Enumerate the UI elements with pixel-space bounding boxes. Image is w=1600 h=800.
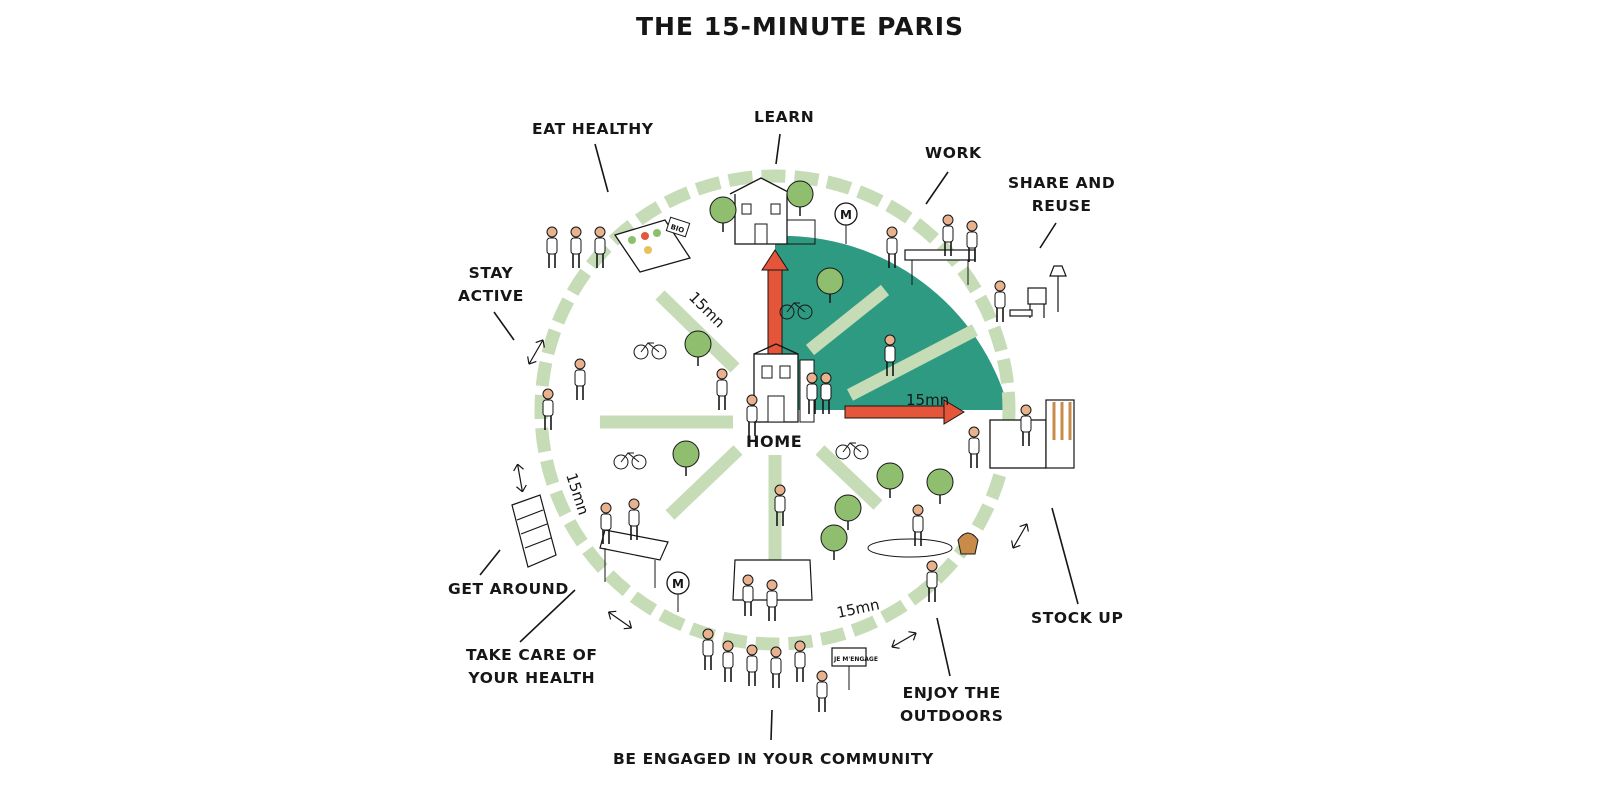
label-stock-up: STOCK UP: [1031, 607, 1123, 630]
distance-marker-south: 15mn: [835, 595, 881, 622]
label-eat-healthy: EAT HEALTHY: [532, 118, 654, 141]
label-home: HOME: [746, 430, 802, 453]
reuse-furniture: [1010, 266, 1066, 318]
label-learn: LEARN: [754, 106, 814, 129]
metro-stairs: [512, 495, 556, 567]
metro-sign-north: M: [835, 203, 857, 244]
notice-board-text: JE M'ENGAGE: [833, 656, 878, 663]
label-be-engaged-in-your-community: BE ENGAGED IN YOUR COMMUNITY: [613, 748, 934, 771]
label-work: WORK: [925, 142, 982, 165]
distance-marker-east: 15mn: [906, 391, 949, 409]
label-share-and-reuse: SHARE AND REUSE: [1008, 172, 1115, 218]
metro-sign-south: M: [667, 572, 689, 612]
label-get-around: GET AROUND: [448, 578, 569, 601]
metro-sign-label: M: [672, 577, 684, 591]
metro-sign-label: M: [840, 208, 852, 222]
picnic: [868, 533, 978, 557]
label-take-care-of-your-health: TAKE CARE OF YOUR HEALTH: [466, 644, 598, 690]
label-stay-active: STAY ACTIVE: [458, 262, 524, 308]
label-enjoy-the-outdoors: ENJOY THE OUTDOORS: [900, 682, 1003, 728]
